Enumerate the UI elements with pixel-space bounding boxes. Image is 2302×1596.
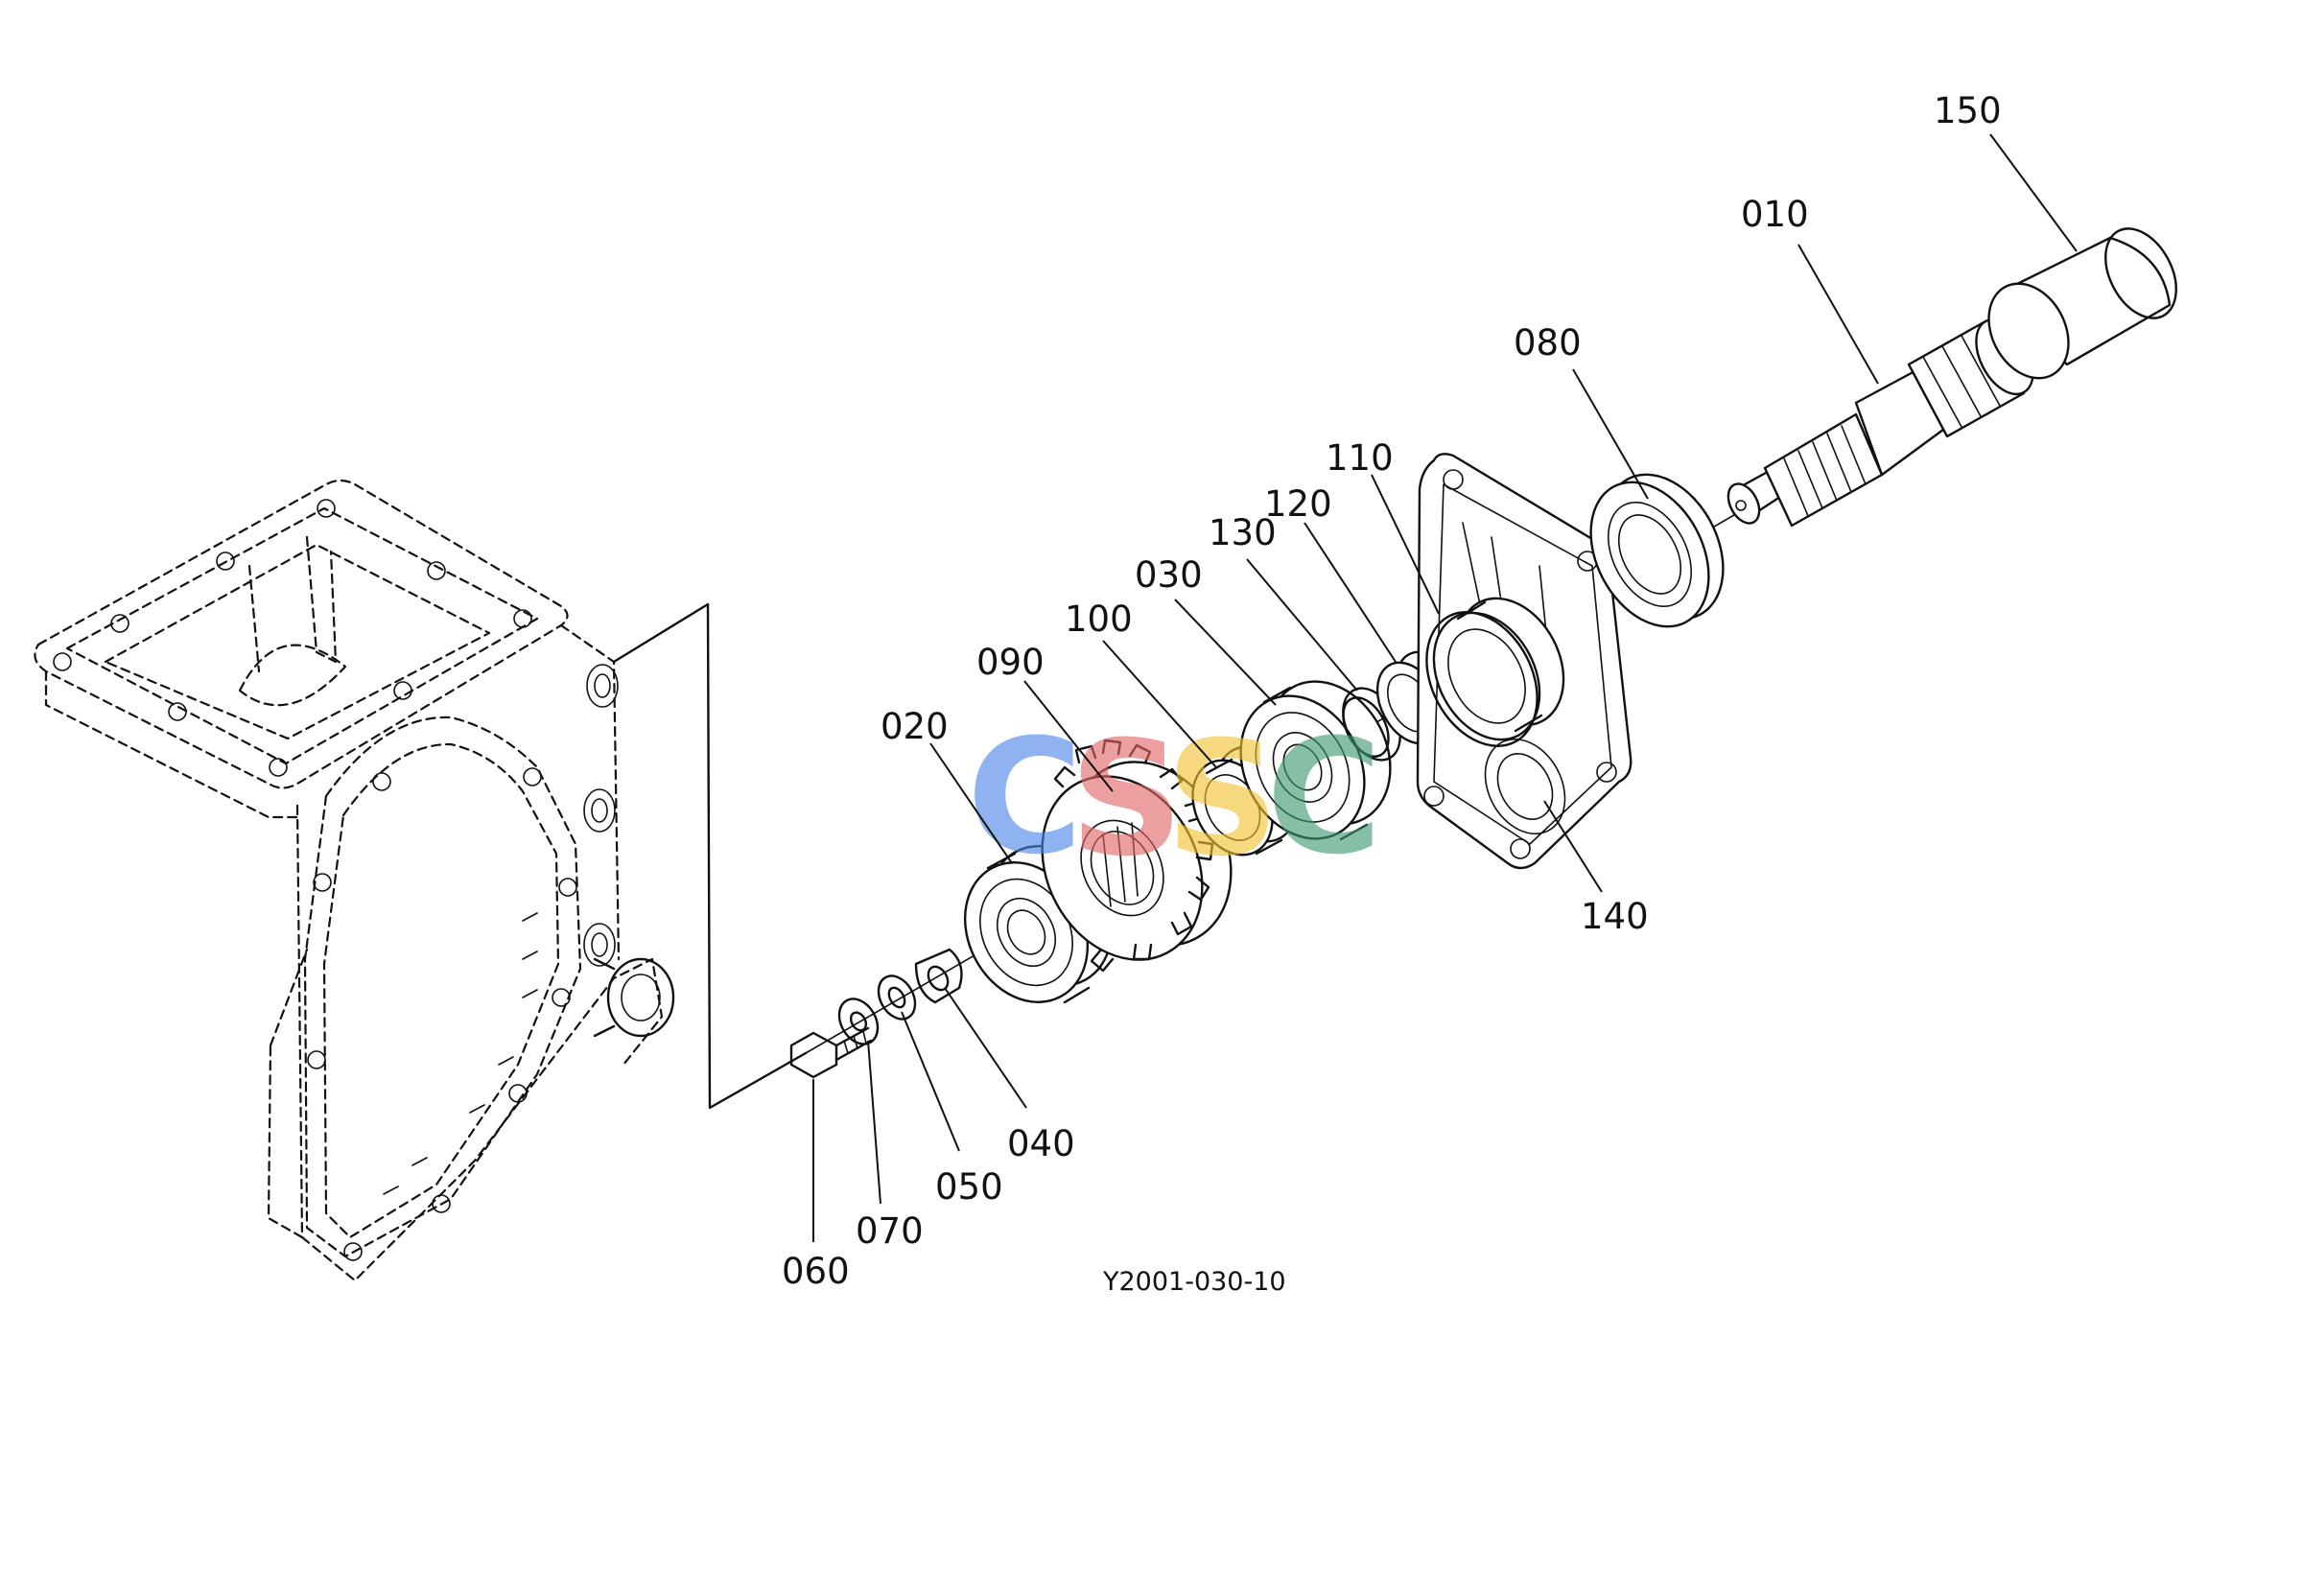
o-ring	[1425, 611, 1539, 747]
callout-030: 030	[1135, 554, 1203, 596]
leader-050	[901, 1011, 960, 1152]
bolt	[789, 1026, 873, 1079]
leader-010	[1797, 244, 1879, 385]
callout-labels: 150 010 080 110 120 130 030 100 090 020 …	[782, 90, 2002, 1292]
callout-100: 100	[1065, 598, 1133, 640]
callout-040: 040	[1007, 1123, 1075, 1164]
diagram-reference-code: Y2001-030-10	[1102, 1267, 1286, 1297]
leader-120	[1304, 522, 1397, 663]
watermark-letter-2: S	[1069, 707, 1184, 891]
callout-130: 130	[1209, 512, 1277, 553]
transmission-housing	[34, 479, 808, 1282]
callout-110: 110	[1326, 437, 1394, 479]
ball-bearing-rear	[1239, 680, 1392, 841]
spur-gear	[1041, 739, 1233, 973]
callout-070: 070	[856, 1210, 924, 1252]
leader-070	[867, 1040, 881, 1205]
leader-140	[1543, 800, 1603, 893]
callout-060: 060	[782, 1251, 850, 1292]
spring-washer	[877, 974, 917, 1021]
leader-090	[1023, 680, 1114, 792]
callout-140: 140	[1581, 896, 1649, 937]
callout-150: 150	[1934, 90, 2002, 131]
watermark-letter-3: S	[1165, 707, 1280, 891]
oil-seal	[1589, 473, 1725, 628]
callout-050: 050	[935, 1166, 1003, 1208]
callout-010: 010	[1741, 194, 1809, 235]
lock-washer	[914, 948, 963, 1004]
callout-020: 020	[881, 706, 949, 747]
leader-lines	[812, 133, 2078, 1242]
leader-150	[1989, 133, 2078, 252]
leader-020	[929, 742, 1013, 864]
callout-120: 120	[1264, 483, 1332, 525]
plain-washer	[837, 998, 880, 1045]
leader-080	[1572, 368, 1649, 500]
watermark: C S S C	[967, 705, 1382, 891]
leader-130	[1246, 558, 1358, 692]
leader-100	[1102, 640, 1217, 768]
leader-030	[1174, 598, 1277, 706]
leader-110	[1371, 474, 1440, 615]
watermark-letter-4: C	[1266, 705, 1382, 889]
watermark-letter-1: C	[967, 705, 1083, 889]
bearing-case-cover	[1416, 453, 1633, 870]
sleeve-bushing	[1987, 227, 2177, 380]
callout-090: 090	[976, 642, 1045, 683]
callout-080: 080	[1514, 322, 1582, 364]
leader-040	[944, 987, 1027, 1109]
